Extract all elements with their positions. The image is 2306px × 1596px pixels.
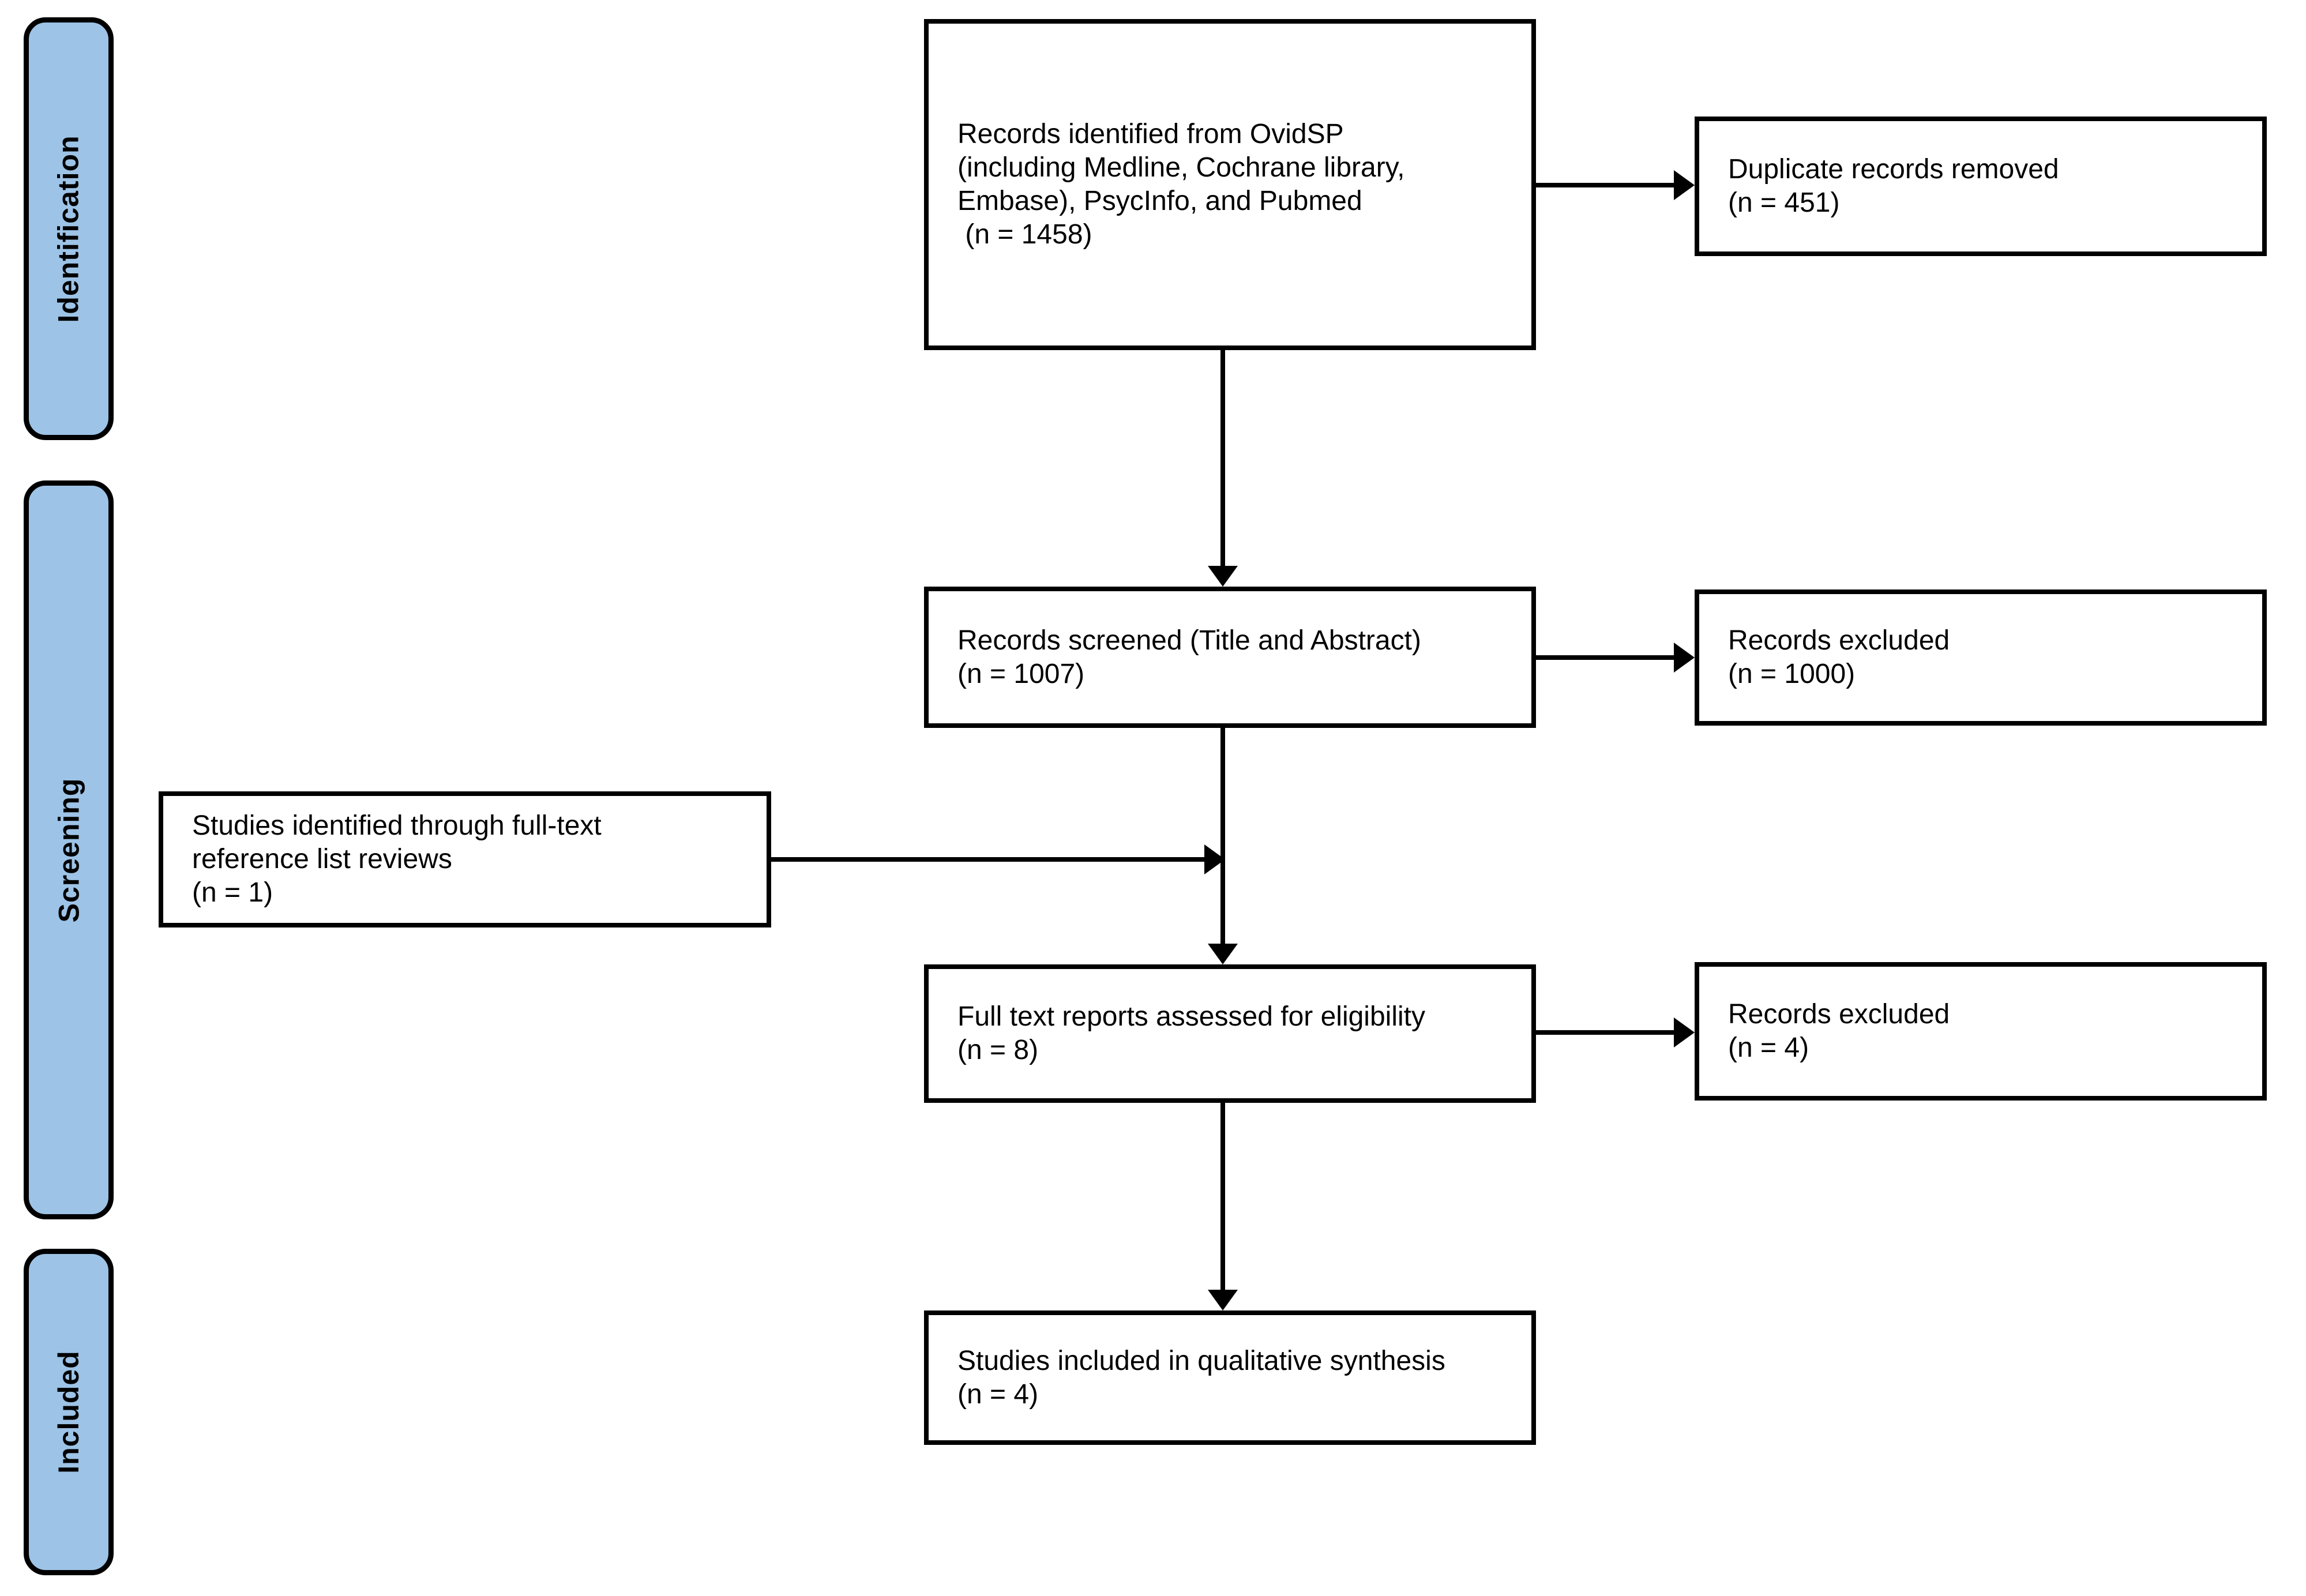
stage-identification: Identification	[24, 17, 114, 440]
box-records-excluded-screening: Records excluded (n = 1000)	[1695, 589, 2267, 726]
stage-included-label: Included	[52, 1350, 85, 1474]
stage-identification-label: Identification	[52, 134, 85, 323]
box-reference-list-reviews: Studies identified through full-text ref…	[159, 791, 771, 927]
box-records-identified: Records identified from OvidSP (includin…	[924, 19, 1536, 350]
box-qualitative-synthesis-line: Studies included in qualitative synthesi…	[957, 1345, 1445, 1376]
box-records-screened-line: Records screened (Title and Abstract)	[957, 625, 1421, 656]
box-reference-list-reviews-line: Studies identified through full-text	[192, 810, 602, 841]
arrow-right-icon	[1204, 844, 1225, 874]
arrow-down-icon	[1208, 1290, 1238, 1310]
box-records-excluded-fulltext: Records excluded (n = 4)	[1695, 962, 2267, 1101]
box-qualitative-synthesis: Studies included in qualitative synthesi…	[924, 1310, 1536, 1445]
connector-identified-to-duplicates	[1536, 183, 1674, 187]
box-records-identified-line: Embase), PsycInfo, and Pubmed	[957, 186, 1362, 216]
connector-fulltext-to-excluded	[1536, 1030, 1674, 1035]
connector-screened-to-fulltext	[1220, 728, 1225, 944]
box-records-identified-count: (n = 1458)	[957, 219, 1092, 250]
arrow-down-icon	[1208, 566, 1238, 587]
box-reference-list-reviews-count: (n = 1)	[192, 877, 273, 908]
connector-identified-to-screened	[1220, 350, 1225, 566]
box-fulltext-assessed: Full text reports assessed for eligibili…	[924, 964, 1536, 1103]
arrow-right-icon	[1674, 1017, 1695, 1047]
box-qualitative-synthesis-count: (n = 4)	[957, 1379, 1039, 1410]
connector-references-to-fulltext	[771, 857, 1204, 862]
box-records-identified-line: (including Medline, Cochrane library,	[957, 152, 1405, 183]
arrow-right-icon	[1674, 170, 1695, 200]
box-fulltext-assessed-line: Full text reports assessed for eligibili…	[957, 1001, 1425, 1032]
stage-included: Included	[24, 1249, 114, 1575]
box-duplicates-removed-line: Duplicate records removed	[1728, 154, 2059, 185]
box-records-excluded-fulltext-count: (n = 4)	[1728, 1032, 1809, 1063]
stage-screening-label: Screening	[52, 778, 85, 922]
box-records-excluded-fulltext-line: Records excluded	[1728, 999, 1950, 1030]
box-reference-list-reviews-line: reference list reviews	[192, 844, 452, 874]
arrow-right-icon	[1674, 643, 1695, 673]
box-records-identified-line: Records identified from OvidSP	[957, 119, 1344, 149]
connector-screened-to-excluded	[1536, 655, 1674, 660]
box-fulltext-assessed-count: (n = 8)	[957, 1035, 1039, 1065]
box-records-excluded-screening-line: Records excluded	[1728, 625, 1950, 656]
box-records-excluded-screening-count: (n = 1000)	[1728, 659, 1856, 689]
arrow-down-icon	[1208, 944, 1238, 964]
box-duplicates-removed-count: (n = 451)	[1728, 187, 1840, 218]
box-duplicates-removed: Duplicate records removed (n = 451)	[1695, 117, 2267, 256]
stage-screening: Screening	[24, 480, 114, 1219]
box-records-screened: Records screened (Title and Abstract) (n…	[924, 587, 1536, 728]
box-records-screened-count: (n = 1007)	[957, 658, 1085, 689]
connector-fulltext-to-included	[1220, 1103, 1225, 1290]
